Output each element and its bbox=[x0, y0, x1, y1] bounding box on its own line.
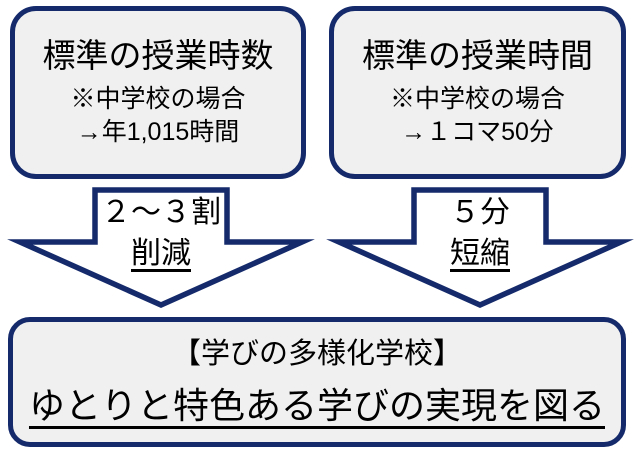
standard-class-hours-note-line1: ※中学校の場合 bbox=[70, 85, 246, 114]
standard-period-length-title: 標準の授業時間 bbox=[362, 36, 593, 74]
standard-period-length-note: ※中学校の場合 →１コマ50分 bbox=[390, 83, 565, 149]
outcome-heading: 【学びの多様化学校】 bbox=[171, 338, 462, 370]
standard-class-hours-note: ※中学校の場合 →年1,015時間 bbox=[70, 83, 245, 149]
down-arrow-left-label: ２～３割 削減 bbox=[95, 193, 227, 274]
down-arrow-right-shape bbox=[326, 187, 634, 309]
standard-period-length-note-line1: ※中学校の場合 bbox=[389, 85, 565, 114]
standard-class-hours-box: 標準の授業時数 ※中学校の場合 →年1,015時間 bbox=[10, 6, 306, 179]
standard-class-hours-title: 標準の授業時数 bbox=[42, 36, 274, 74]
down-arrow-right-icon bbox=[326, 187, 634, 309]
standard-period-length-box: 標準の授業時間 ※中学校の場合 →１コマ50分 bbox=[329, 6, 626, 179]
standard-period-length-note-line2: →１コマ50分 bbox=[401, 118, 554, 147]
down-arrow-left-shape bbox=[7, 187, 315, 309]
outcome-box: 【学びの多様化学校】 ゆとりと特色ある学びの実現を図る bbox=[8, 317, 626, 447]
down-arrow-left-icon bbox=[7, 187, 315, 309]
outcome-statement: ゆとりと特色ある学びの実現を図る bbox=[28, 384, 605, 426]
reduction-amount-label: ２～３割 bbox=[101, 196, 221, 229]
down-arrow-right-label: ５分 短縮 bbox=[414, 193, 546, 274]
shortening-action-label: 短縮 bbox=[450, 236, 510, 270]
reduction-action-label: 削減 bbox=[131, 236, 191, 270]
shortening-amount-label: ５分 bbox=[450, 196, 510, 229]
standard-class-hours-note-line2: →年1,015時間 bbox=[76, 118, 240, 147]
